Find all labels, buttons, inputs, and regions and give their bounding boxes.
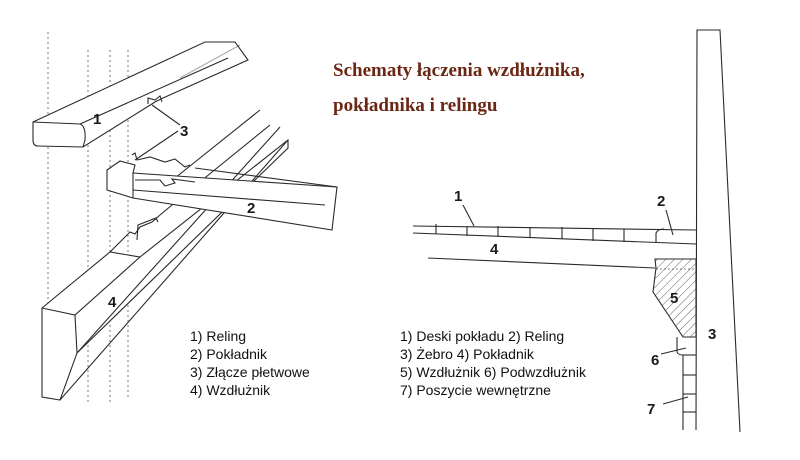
right-legend: 1) Deski pokładu 2) Reling 3) Żebro 4) P… <box>400 327 586 399</box>
legend-item: 7) Poszycie wewnętrzne <box>400 382 551 398</box>
left-label-1: 1 <box>93 111 101 128</box>
left-label-2: 2 <box>247 200 255 217</box>
legend-item: 1) Deski pokładu 2) Reling <box>400 328 565 344</box>
title-line-1: Schematy łączenia wzdłużnika, <box>333 60 585 81</box>
rib-3-drawing <box>695 29 741 433</box>
left-legend: 1) Reling 2) Pokładnik 3) Złącze płetwow… <box>190 327 310 399</box>
right-label-5: 5 <box>670 290 678 307</box>
right-label-6: 6 <box>651 352 659 369</box>
legend-item: 1) Reling <box>190 328 247 344</box>
legend-item: 4) Wzdłużnik <box>190 382 271 398</box>
inner-planking-drawing <box>462 204 696 430</box>
left-label-4: 4 <box>108 294 117 311</box>
right-label-3: 3 <box>708 326 716 343</box>
rail-1-drawing <box>32 41 249 148</box>
legend-item: 3) Żebro 4) Pokładnik <box>400 346 534 362</box>
legend-item: 3) Złącze płetwowe <box>190 364 310 380</box>
right-label-1: 1 <box>454 188 462 205</box>
deck-planks-drawing <box>412 224 697 245</box>
stringer-5-section <box>652 258 697 338</box>
left-label-3: 3 <box>180 123 188 140</box>
legend-item: 2) Pokładnik <box>190 346 268 362</box>
right-label-4: 4 <box>490 241 499 258</box>
right-label-7: 7 <box>647 401 655 418</box>
title-line-2: pokładnika i relingu <box>333 95 498 116</box>
fin-joint-callout <box>134 104 181 161</box>
legend-item: 5) Wzdłużnik 6) Podwzdłużnik <box>400 364 586 380</box>
deck-beam-4-line <box>427 257 656 269</box>
right-label-2: 2 <box>657 193 665 210</box>
deck-beam-2-drawing <box>106 152 338 231</box>
